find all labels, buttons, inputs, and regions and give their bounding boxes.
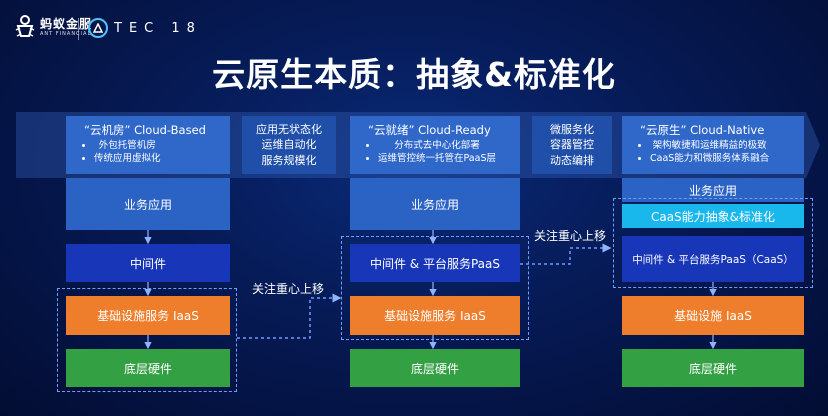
focus-region-3 <box>613 198 813 288</box>
ant-logo-en: ANT FINANCIAL <box>40 30 92 37</box>
focus-region-2 <box>341 236 529 340</box>
logo-divider <box>78 18 79 40</box>
column-header-cloud-native: “云原生” Cloud-Native 架构敏捷和运维精益的极致 CaaS能力和微… <box>622 116 804 174</box>
bullet-item: 传统应用虚拟化 <box>94 153 161 166</box>
transition-item: 服务规模化 <box>261 153 317 167</box>
band-arrow-icon <box>806 112 820 178</box>
layer-iaas: 基础设施服务 IaaS <box>350 296 520 335</box>
bullet-item: CaaS能力和微服务体系融合 <box>650 153 769 166</box>
atec-triangle-icon <box>88 18 108 38</box>
ant-icon <box>15 15 35 37</box>
shift-note-2: 关注重心上移 <box>534 229 607 243</box>
layer-hardware: 底层硬件 <box>66 349 230 387</box>
column-title: “云机房” Cloud-Based <box>84 123 206 137</box>
shift-note-1: 关注重心上移 <box>252 282 325 296</box>
transition-item: 微服务化 <box>550 122 594 136</box>
focus-region-1 <box>57 288 237 392</box>
ant-financial-logo: 蚂蚁金服 ANT FINANCIAL <box>14 14 92 40</box>
transition-item: 运维自动化 <box>261 138 317 152</box>
column-header-cloud-ready: “云就绪” Cloud-Ready 分布式去中心化部署 运维管控统一托管在Paa… <box>350 116 520 174</box>
layer-hardware: 底层硬件 <box>622 349 804 387</box>
ant-logo-cn: 蚂蚁金服 <box>40 16 93 31</box>
transition-2: 微服务化 容器管控 动态编排 <box>532 116 612 174</box>
column-title: “云就绪” Cloud-Ready <box>368 123 491 137</box>
layer-business: 业务应用 <box>350 178 520 230</box>
bullet-item: 分布式去中心化部署 <box>378 140 496 153</box>
atec-logo-text: TEC 18 <box>114 20 202 36</box>
bullet-item: 外包托管机房 <box>94 140 161 153</box>
column-header-cloud-based: “云机房” Cloud-Based 外包托管机房 传统应用虚拟化 <box>66 116 230 174</box>
layer-middleware-paas: 中间件 & 平台服务PaaS <box>350 244 520 282</box>
bullet-item: 架构敏捷和运维精益的极致 <box>650 140 769 153</box>
layer-middleware-paas-caas: 中间件 & 平台服务PaaS（CaaS） <box>622 236 804 282</box>
layer-business: 业务应用 <box>66 178 230 230</box>
transition-1: 应用无状态化 运维自动化 服务规模化 <box>242 116 336 174</box>
bullet-item: 运维管控统一托管在PaaS层 <box>378 153 496 166</box>
layer-caas: CaaS能力抽象&标准化 <box>622 204 804 228</box>
atec-logo: TEC 18 <box>88 18 202 38</box>
layer-iaas: 基础设施 IaaS <box>622 296 804 335</box>
transition-item: 容器管控 <box>550 138 594 152</box>
transition-item: 动态编排 <box>550 153 594 167</box>
layer-iaas: 基础设施服务 IaaS <box>66 296 230 335</box>
layer-hardware: 底层硬件 <box>350 349 520 387</box>
column-title: “云原生” Cloud-Native <box>640 123 765 137</box>
page-title: 云原生本质：抽象&标准化 <box>212 55 616 94</box>
transition-item: 应用无状态化 <box>256 122 322 136</box>
layer-middleware: 中间件 <box>66 244 230 282</box>
